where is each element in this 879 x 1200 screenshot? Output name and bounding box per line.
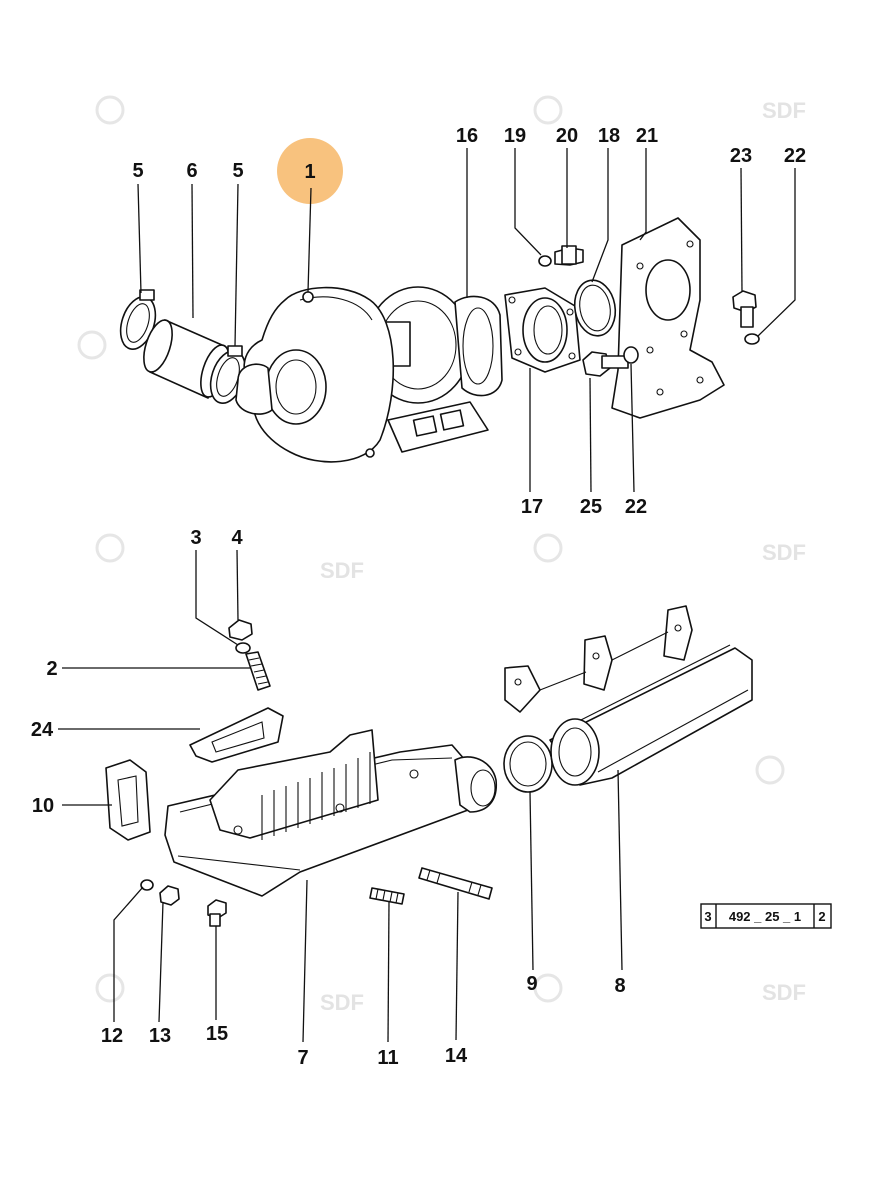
callout-22: 22 <box>784 145 806 167</box>
reference-box-left: 3 <box>704 909 711 924</box>
stud-top <box>245 651 271 691</box>
turbo-gasket <box>454 295 503 397</box>
callout-15: 15 <box>206 1023 228 1045</box>
nut-top <box>228 619 253 641</box>
callout-24: 24 <box>31 719 54 741</box>
watermark-sdf: SDF <box>320 558 364 583</box>
washer-bracket <box>623 346 639 364</box>
adapter-flange <box>504 287 581 373</box>
watermark-sdf: SDF <box>762 540 806 565</box>
callout-21: 21 <box>636 125 658 147</box>
bolt-upper-right <box>732 290 757 328</box>
callout-10: 10 <box>32 795 54 817</box>
washer-bottom <box>140 879 154 891</box>
highlight-marker <box>277 138 343 204</box>
bolt-bottom <box>207 899 227 927</box>
callout-25: 25 <box>580 496 602 518</box>
stud-short <box>369 887 405 905</box>
exhaust-manifold-front <box>164 729 497 897</box>
callout-2: 2 <box>46 658 57 680</box>
leader-lines-upper <box>137 148 796 493</box>
callout-1: 1 <box>304 161 315 183</box>
turbocharger <box>235 286 489 463</box>
manifold-gasket-vertical <box>105 759 151 841</box>
callout-20: 20 <box>556 125 578 147</box>
bolt-bracket <box>582 351 629 377</box>
reference-box-right: 2 <box>818 909 825 924</box>
callout-3: 3 <box>190 527 201 549</box>
support-bracket <box>611 217 725 419</box>
reference-box: 3 492 _ 25 _ 1 2 <box>700 903 832 929</box>
washer-top <box>235 642 251 654</box>
callout-5: 5 <box>132 160 143 182</box>
callout-8: 8 <box>614 975 625 997</box>
rubber-hose <box>143 319 230 399</box>
callout-6: 6 <box>186 160 197 182</box>
callout-9: 9 <box>526 973 537 995</box>
stud-long <box>418 867 493 900</box>
callout-22: 22 <box>625 496 647 518</box>
washer-small <box>538 255 552 267</box>
callout-23: 23 <box>730 145 752 167</box>
callout-18: 18 <box>598 125 620 147</box>
nut-bottom <box>159 885 180 906</box>
callout-labels: 1 2 3 4 5 5 6 7 8 9 10 11 12 13 14 15 16… <box>31 125 806 1069</box>
callout-19: 19 <box>504 125 526 147</box>
leader-lines-lower <box>58 549 623 1043</box>
watermark-sdf: SDF <box>762 98 806 123</box>
snap-ring <box>573 279 617 337</box>
callout-11: 11 <box>377 1047 398 1069</box>
manifold-gasket-square <box>189 707 284 763</box>
callout-17: 17 <box>521 496 543 518</box>
watermark-sdf: SDF <box>320 990 364 1015</box>
callout-5: 5 <box>232 160 243 182</box>
exhaust-manifold-rear <box>504 605 753 786</box>
bolt-small <box>554 245 584 266</box>
callout-12: 12 <box>101 1025 123 1047</box>
washer-upper-right <box>744 333 760 345</box>
callout-7: 7 <box>297 1047 308 1069</box>
callout-16: 16 <box>456 125 478 147</box>
reference-box-code: 492 _ 25 _ 1 <box>729 909 801 924</box>
callout-4: 4 <box>231 527 243 549</box>
watermark-sdf: SDF <box>762 980 806 1005</box>
callout-13: 13 <box>149 1025 171 1047</box>
sealing-ring <box>503 735 553 793</box>
callout-14: 14 <box>445 1045 468 1067</box>
